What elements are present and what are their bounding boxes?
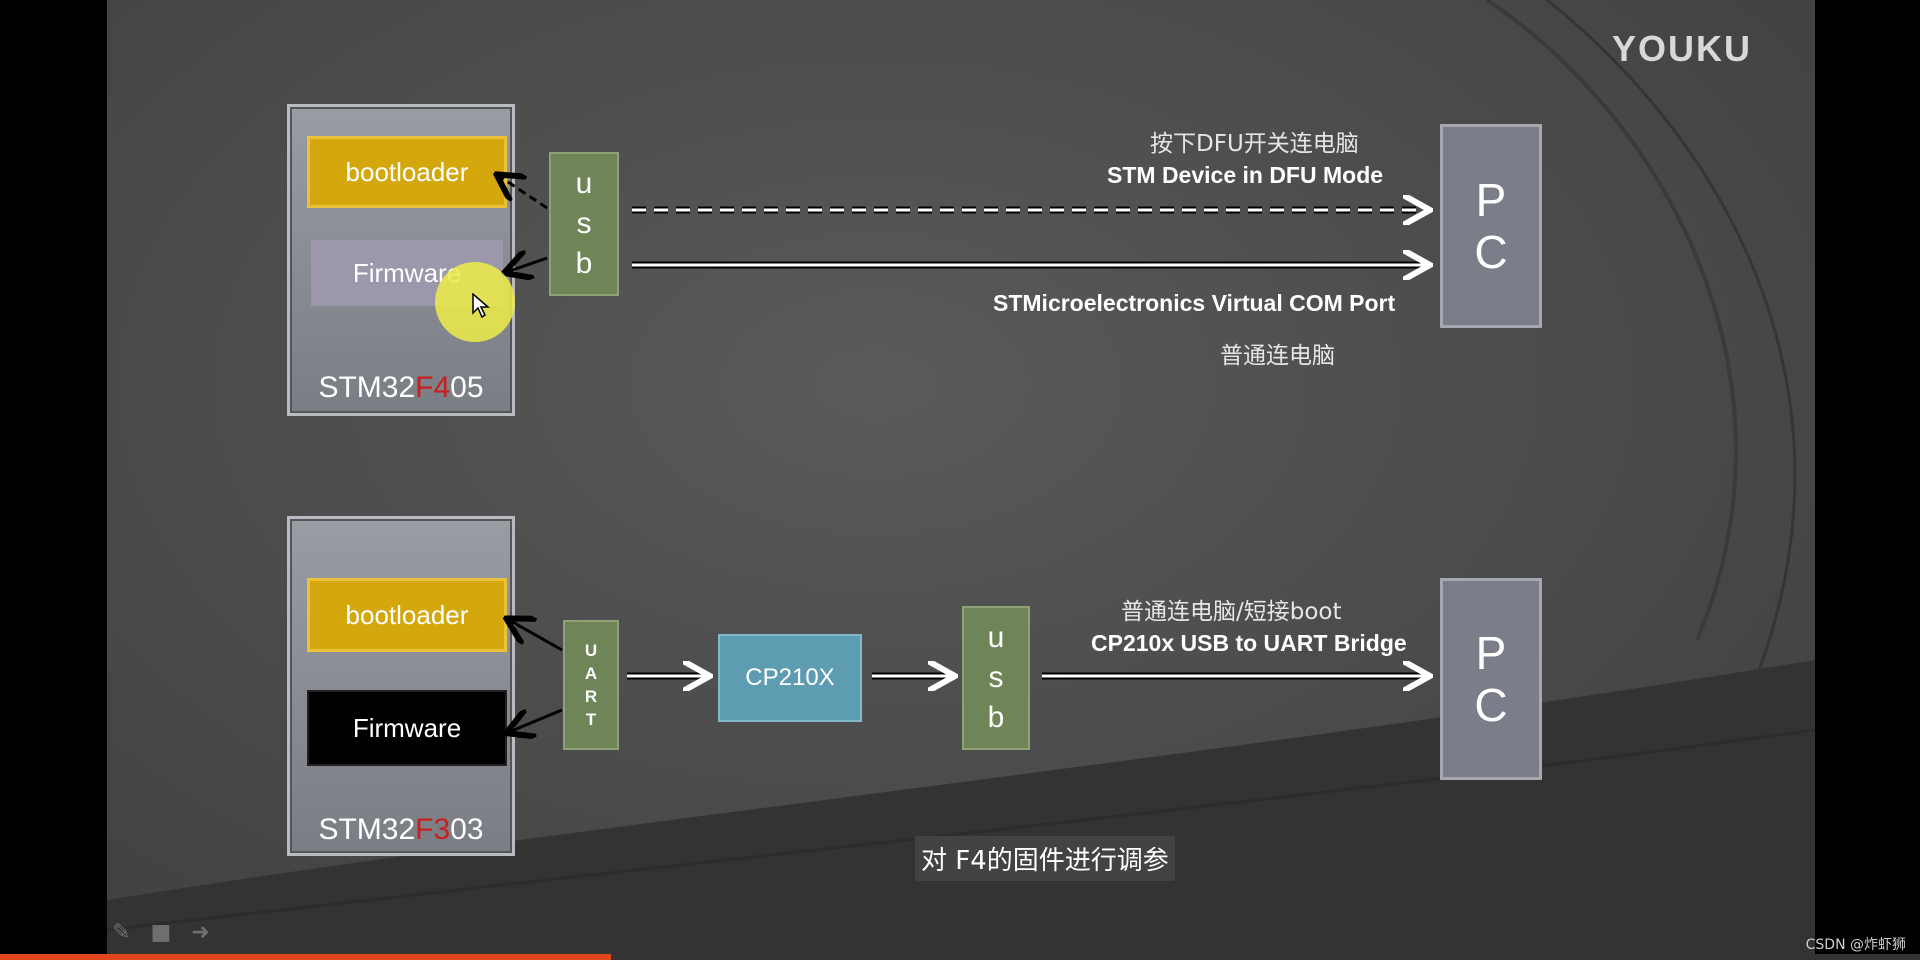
- chip-prefix: STM32: [318, 371, 416, 404]
- chip-label: STM32F405: [290, 371, 512, 405]
- pc-letter: P: [1475, 627, 1507, 679]
- vcp-label-en: STMicroelectronics Virtual COM Port: [993, 290, 1396, 316]
- uart-port: U A R T: [563, 620, 619, 750]
- chip-label: STM32F303: [290, 813, 512, 847]
- bootloader-block: bootloader: [307, 136, 507, 208]
- slide-background: [107, 0, 1815, 960]
- forward-icon[interactable]: ➜: [191, 920, 210, 945]
- chip-highlight: F4: [415, 371, 451, 404]
- pen-icon[interactable]: ✎: [112, 920, 131, 945]
- uart-to-bootloader-arrow: [509, 620, 563, 652]
- firmware-block: Firmware: [307, 690, 507, 766]
- pc-box: P C: [1440, 124, 1542, 328]
- link-label-cn: 普通连电脑/短接boot: [1121, 599, 1342, 625]
- pc-letter: P: [1475, 174, 1507, 226]
- chip-highlight: F3: [415, 813, 451, 846]
- chip-suffix: 05: [450, 371, 484, 404]
- pc-letter: C: [1474, 226, 1508, 278]
- port-letter: b: [987, 701, 1005, 734]
- vcp-label-cn: 普通连电脑: [1220, 343, 1335, 369]
- uart-letter: R: [584, 687, 598, 706]
- chip-suffix: 03: [450, 813, 484, 846]
- youku-logo: YOUKU: [1612, 28, 1753, 69]
- port-letter: b: [575, 247, 593, 280]
- screen-icon[interactable]: ■: [150, 920, 172, 945]
- uart-letter: A: [584, 664, 598, 683]
- port-letter: u: [987, 621, 1005, 654]
- video-frame: YOUKU STM32F405 bootloader Firmware u s …: [107, 0, 1815, 960]
- chip-stm32f303: STM32F303: [287, 516, 515, 856]
- cursor-icon: [472, 293, 490, 319]
- progress-bar[interactable]: [0, 954, 1920, 960]
- usb-port: u s b: [962, 606, 1030, 750]
- pc-letter: C: [1474, 679, 1508, 731]
- port-letter: s: [576, 207, 592, 240]
- dfu-label-cn: 按下DFU开关连电脑: [1150, 131, 1359, 157]
- usb-port: u s b: [549, 152, 619, 296]
- link-label-en: CP210x USB to UART Bridge: [1091, 630, 1407, 656]
- usb-to-firmware-arrow: [507, 258, 548, 272]
- port-letter: u: [575, 167, 593, 200]
- uart-letter: T: [585, 710, 597, 729]
- dfu-label-en: STM Device in DFU Mode: [1107, 162, 1384, 188]
- csdn-watermark: CSDN @炸虾狮: [1805, 937, 1906, 953]
- chip-prefix: STM32: [318, 813, 416, 846]
- uart-to-firmware-arrow: [509, 708, 563, 732]
- progress-fill: [0, 954, 611, 960]
- subtitle: 对 F4的固件进行调参: [915, 836, 1175, 881]
- port-letter: s: [988, 661, 1004, 694]
- bootloader-block: bootloader: [307, 578, 507, 652]
- usb-to-bootloader-arrow: [499, 176, 548, 210]
- arrows-layer: [107, 0, 1815, 960]
- uart-letter: U: [584, 641, 598, 660]
- pc-box: P C: [1440, 578, 1542, 780]
- player-controls: ✎ ■ ➜: [112, 920, 210, 945]
- cp210x-bridge: CP210X: [718, 634, 862, 722]
